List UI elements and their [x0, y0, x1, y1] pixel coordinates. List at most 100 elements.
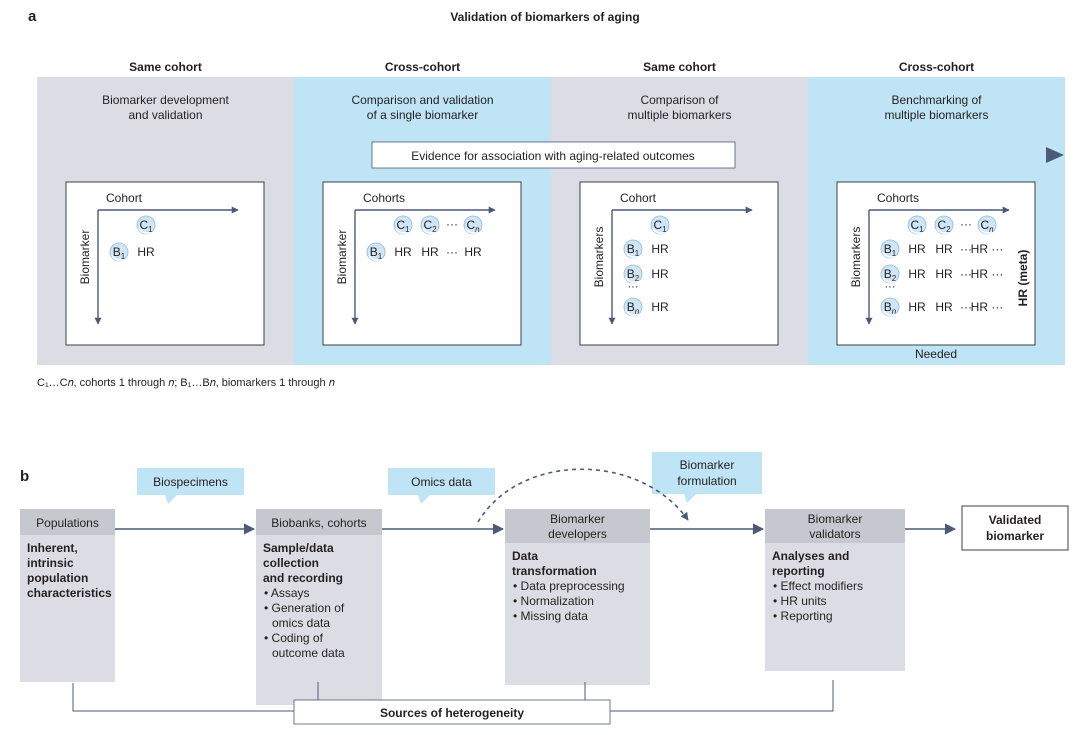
cohort-axis-label: Cohort [106, 191, 143, 205]
cohort-bubble: C1 [907, 215, 927, 235]
hr-cell: HR [908, 267, 926, 281]
column-desc-2: of a single biomarker [367, 108, 478, 122]
result-box [961, 505, 1069, 551]
biomarker-bubble: B1 [366, 242, 386, 262]
node-header [20, 509, 115, 535]
hr-cell: HR ··· [971, 300, 1004, 314]
node-bold-label: population [27, 571, 88, 585]
panel-b-label: b [20, 468, 29, 485]
bubble-highlight [422, 227, 437, 235]
bubble-highlight [625, 276, 640, 284]
bubble-highlight [652, 227, 667, 235]
biomarker-axis-label: Biomarkers [849, 227, 863, 288]
hr-cell: HR [421, 245, 439, 259]
node-bold-label: collection [263, 556, 319, 570]
biomarker-bubble: Bn [880, 297, 900, 317]
flow-node-2: Biobanks, cohortsSample/datacollectionan… [256, 509, 382, 705]
node-bold-label: characteristics [27, 586, 112, 600]
node-item: • Reporting [773, 609, 833, 623]
node-item: • Effect modifiers [773, 579, 863, 593]
bubble-label: C1 [396, 218, 410, 234]
node-header [765, 509, 905, 543]
row-ellipsis: ··· [628, 281, 639, 293]
node-bold-label: Sample/data [263, 541, 334, 555]
node-item: • Assays [264, 586, 310, 600]
col-ellipsis: ··· [960, 217, 972, 231]
hr-cell: HR [908, 242, 926, 256]
matrix-footer: Needed [915, 347, 957, 361]
hr-cell: HR [935, 267, 953, 281]
bubble-highlight [465, 227, 480, 235]
panel-a-label: a [28, 8, 37, 25]
result-label: biomarker [986, 529, 1044, 543]
column-desc-2: Comparison and validation [351, 93, 493, 107]
hr-cell: HR [908, 300, 926, 314]
node-body [256, 509, 382, 705]
node-header-label: Biomarker [808, 512, 863, 526]
bubble-label: C1 [653, 218, 667, 234]
node-header-label: Biobanks, cohorts [271, 516, 366, 530]
result-label: Validated [989, 513, 1042, 527]
cohort-bubble: C1 [650, 215, 670, 235]
flow-node-1: PopulationsInherent,intrinsicpopulationc… [20, 509, 115, 682]
hr-cell: HR [651, 242, 669, 256]
column-header-3: Same cohort [643, 60, 716, 74]
bubble-label: C2 [423, 218, 437, 234]
biomarker-bubble: B2 [880, 264, 900, 284]
column-header-4: Cross-cohort [899, 60, 974, 74]
column-desc-4: Benchmarking of [891, 93, 982, 107]
callout-label: Biomarker [680, 458, 735, 472]
bubble-highlight [936, 227, 951, 235]
cohort-bubble: Cn [977, 215, 997, 235]
cohort-bubble: C1 [393, 215, 413, 235]
iteration-dashed-arrow [477, 468, 689, 523]
callout-2: Omics data [388, 468, 495, 504]
hr-cell: HR ··· [971, 267, 1004, 281]
bubble-highlight [979, 227, 994, 235]
node-header-label: Biomarker [550, 512, 605, 526]
biomarker-bubble: B1 [623, 239, 643, 259]
bubble-label: C1 [910, 218, 924, 234]
bubble-highlight [882, 251, 897, 259]
column-desc-1: and validation [128, 108, 202, 122]
result-node: Validated biomarker [961, 505, 1069, 551]
callout-label: Omics data [411, 475, 472, 489]
hr-cell: ··· [960, 300, 972, 314]
bubble-label: B1 [370, 245, 383, 261]
bubble-highlight [368, 254, 383, 262]
callout-box [652, 452, 762, 503]
cohort-bubble: Cn [463, 215, 483, 235]
node-item: • Generation of [264, 601, 345, 615]
hr-cell: ··· [960, 242, 972, 256]
node-bold-label: Inherent, [27, 541, 78, 555]
hr-cell: HR [935, 300, 953, 314]
bubble-highlight [395, 227, 410, 235]
bubble-highlight [882, 276, 897, 284]
col-ellipsis: ··· [446, 217, 458, 231]
bubble-highlight [882, 309, 897, 317]
evidence-arrowhead [1046, 147, 1064, 163]
node-bold-label: intrinsic [27, 556, 74, 570]
node-bold-label: transformation [512, 564, 597, 578]
panel-a-caption: C₁…C𝑛, cohorts 1 through 𝑛; B₁…B𝑛, bioma… [37, 377, 335, 389]
node-item: • Missing data [513, 609, 588, 623]
biomarker-bubble: B1 [880, 239, 900, 259]
hr-cell: HR [651, 267, 669, 281]
hr-cell: HR [935, 242, 953, 256]
hr-cell: ··· [960, 267, 972, 281]
matrix-box [836, 181, 1036, 346]
node-header-label: validators [809, 527, 860, 541]
column-desc-4: multiple biomarkers [884, 108, 988, 122]
cohort-axis-label: Cohorts [363, 191, 405, 205]
cohort-axis-label: Cohort [620, 191, 657, 205]
cohort-bubble: C2 [934, 215, 954, 235]
node-body [20, 509, 115, 682]
node-bold-label: Data [512, 549, 538, 563]
node-item: • Coding of [264, 631, 324, 645]
cohort-axis-label: Cohorts [877, 191, 919, 205]
